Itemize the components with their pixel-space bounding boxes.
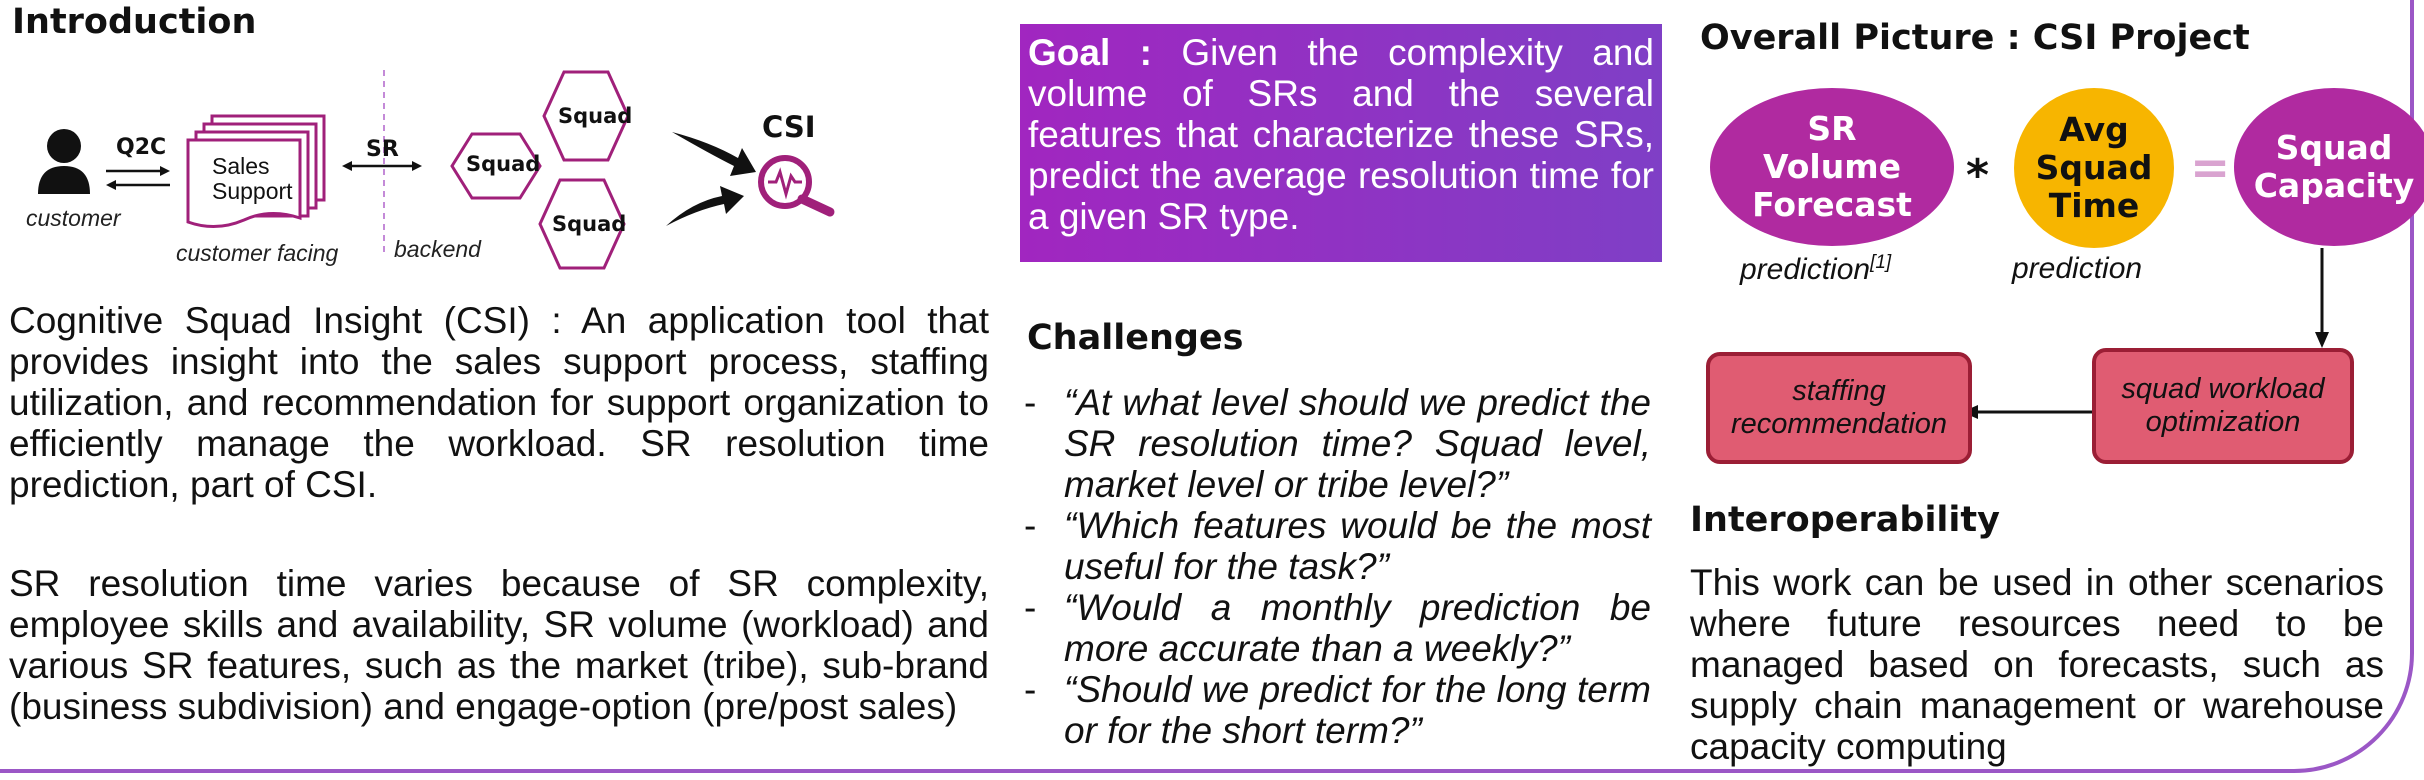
citation-ref: [1] xyxy=(1870,252,1892,273)
challenge-text: “At what level should we predict the SR … xyxy=(1064,382,1651,505)
challenge-text: “Which features would be the most useful… xyxy=(1064,505,1651,587)
prediction-label-2: prediction xyxy=(2012,252,2143,285)
challenge-item: -“Should we predict for the long term or… xyxy=(1024,669,1651,751)
squad-capacity-ellipse: Squad Capacity xyxy=(2234,88,2424,246)
squad-hexagon-2 xyxy=(542,70,630,162)
squad-workload-optimization-box: squad workload optimization xyxy=(2092,348,2354,464)
customer-label: customer xyxy=(26,205,121,231)
customer-icon xyxy=(38,129,90,194)
backend-label: backend xyxy=(394,236,481,262)
prediction-label-1: prediction[1] xyxy=(1740,252,1891,287)
intro-title: Introduction xyxy=(12,2,257,42)
sales-support-icon xyxy=(186,114,326,228)
interop-text: This work can be used in other scenarios… xyxy=(1690,562,2384,767)
sr-arrows-icon xyxy=(342,161,422,171)
staffing-recommendation-box: staffing recommendation xyxy=(1706,352,1972,464)
csi-magnifier-icon xyxy=(758,155,835,217)
customer-facing-label: customer facing xyxy=(176,240,339,266)
csi-label: CSI xyxy=(762,110,816,144)
challenges-list: -“At what level should we predict the SR… xyxy=(1024,382,1651,751)
challenge-text: “Should we predict for the long term or … xyxy=(1064,669,1651,751)
interop-title: Interoperability xyxy=(1690,500,2000,540)
flow-arrows xyxy=(1962,248,2329,419)
multiply-symbol: * xyxy=(1966,150,1990,201)
challenge-text: “Would a monthly prediction be more accu… xyxy=(1064,587,1651,669)
intro-paragraph-2: SR resolution time varies because of SR … xyxy=(9,563,989,727)
overall-title: Overall Picture : CSI Project xyxy=(1700,18,2250,58)
down-arrow-icon xyxy=(2315,332,2329,348)
avg-squad-time-ellipse: Avg Squad Time xyxy=(2014,88,2174,248)
q2c-arrows-icon xyxy=(106,166,170,190)
goal-text: Given the complexity and volume of SRs a… xyxy=(1028,32,1655,237)
sr-volume-forecast-ellipse: SR Volume Forecast xyxy=(1710,88,1954,246)
q2c-label: Q2C xyxy=(116,135,167,160)
prediction-text-1: prediction xyxy=(1740,253,1871,286)
squad-hexagon-1 xyxy=(450,132,542,200)
challenge-item: -“At what level should we predict the SR… xyxy=(1024,382,1651,505)
goal-box: Goal : Given the complexity and volume o… xyxy=(1020,24,1662,262)
sales-support-label: Sales Support xyxy=(212,153,293,204)
challenge-item: -“Which features would be the most usefu… xyxy=(1024,505,1651,587)
goal-text-block: Goal : Given the complexity and volume o… xyxy=(1028,32,1654,237)
squad-label-2: Squad xyxy=(558,104,633,128)
intro-paragraph-1: Cognitive Squad Insight (CSI) : An appli… xyxy=(9,300,989,505)
equals-symbol: = xyxy=(2190,140,2231,196)
squad-label-3: Squad xyxy=(552,212,627,236)
sr-label: SR xyxy=(366,137,399,162)
challenges-title: Challenges xyxy=(1027,318,1244,358)
challenge-item: -“Would a monthly prediction be more acc… xyxy=(1024,587,1651,669)
squad-label-1: Squad xyxy=(466,152,541,176)
intro-diagram xyxy=(38,70,835,270)
curved-arrow-icon xyxy=(666,132,756,226)
goal-label: Goal : xyxy=(1028,32,1152,73)
squad-hexagon-3 xyxy=(538,178,626,270)
